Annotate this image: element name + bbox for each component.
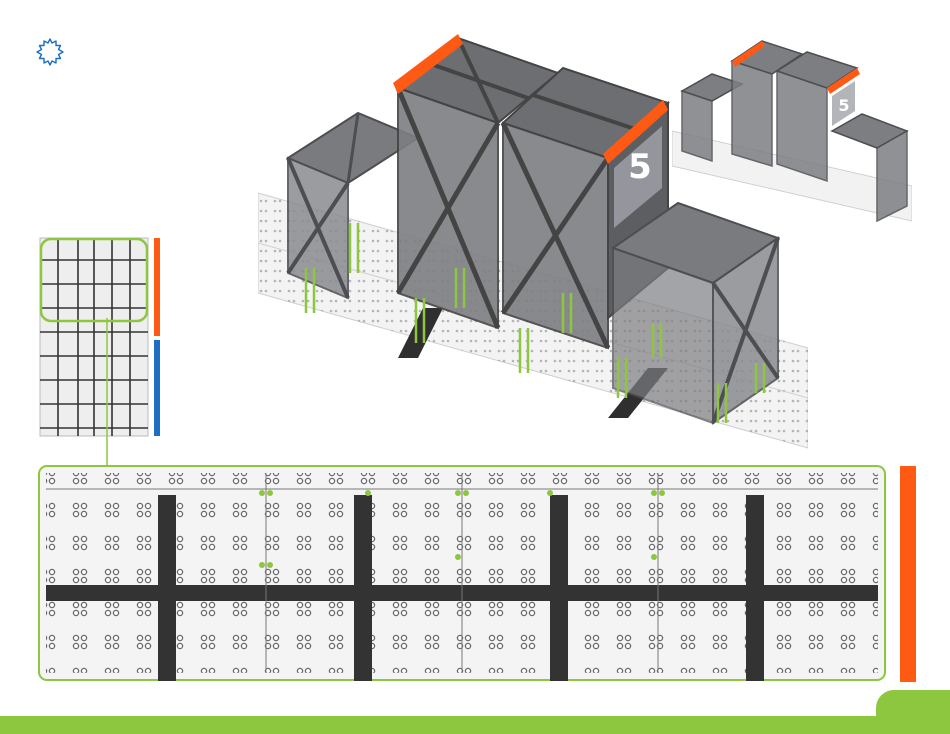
dark-strip-vertical bbox=[550, 495, 568, 681]
field-map-detail bbox=[38, 465, 886, 681]
mini-number-plate-text: 5 bbox=[838, 96, 849, 115]
field-thumbnail bbox=[38, 236, 150, 438]
dark-strip-vertical bbox=[746, 495, 764, 681]
number-plate-text: 5 bbox=[628, 147, 652, 187]
footer-bar bbox=[0, 716, 950, 734]
frame-cube-right bbox=[613, 203, 778, 423]
orange-indicator-bar-right bbox=[900, 466, 916, 682]
orange-indicator-bar bbox=[154, 238, 160, 336]
mini-structure-illustration: 5 bbox=[672, 36, 912, 226]
dark-strip-vertical bbox=[158, 495, 176, 681]
gear-outline-icon bbox=[34, 36, 66, 68]
callout-connector bbox=[102, 318, 112, 470]
dark-strip-vertical bbox=[354, 495, 372, 681]
blue-indicator-bar bbox=[154, 340, 160, 436]
